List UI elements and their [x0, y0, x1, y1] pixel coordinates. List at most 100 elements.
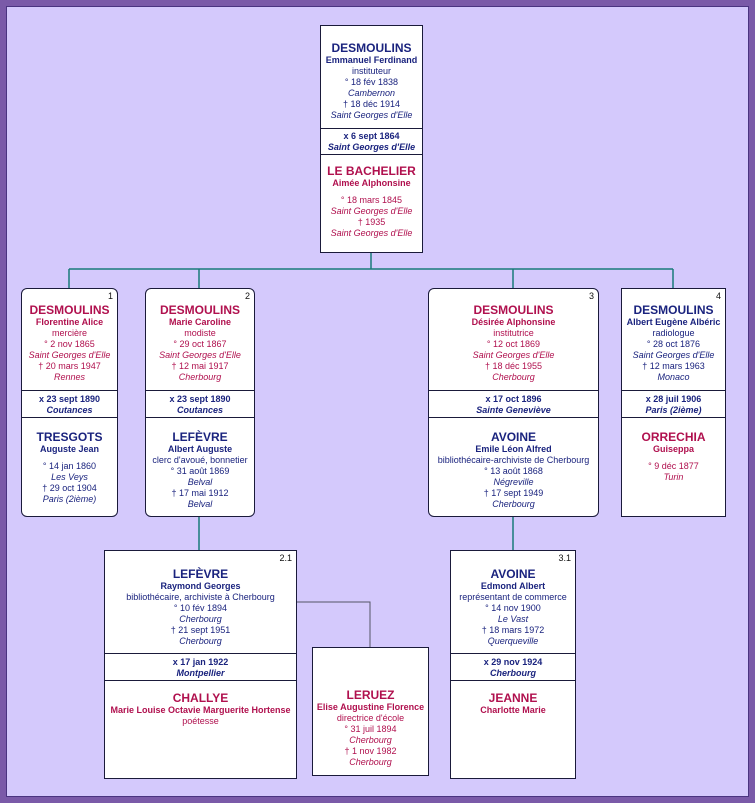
- birth-place: Les Veys: [51, 472, 88, 482]
- birth-date: ° 14 jan 1860: [42, 461, 97, 471]
- death-date: † 12 mai 1917: [171, 361, 229, 371]
- marriage-place: Paris (2ième): [645, 405, 702, 415]
- marriage-place: Coutances: [176, 405, 223, 415]
- grandchild-card-3-1[interactable]: 3.1 AVOINE Edmond Albert représentant de…: [450, 550, 576, 779]
- person-surname: DESMOULINS: [29, 303, 110, 317]
- person-surname: DESMOULINS: [331, 41, 412, 55]
- death-place: Rennes: [53, 372, 86, 382]
- generation-number: 2: [244, 291, 250, 301]
- spouse-given-name: Charlotte Marie: [480, 705, 546, 715]
- person-surname: LEFÈVRE: [172, 567, 229, 581]
- person-given-name: Emmanuel Ferdinand: [325, 55, 418, 65]
- person-occupation: bibliothécaire, archiviste à Cherbourg: [126, 592, 275, 602]
- spouse-surname: LE BACHELIER: [327, 164, 416, 178]
- marriage-date: x 29 nov 1924: [483, 657, 543, 667]
- marriage-date: x 28 juil 1906: [645, 394, 702, 404]
- person-given-name: Désirée Alphonsine: [471, 317, 556, 327]
- death-place: Belval: [187, 499, 213, 509]
- marriage-date: x 6 sept 1864: [343, 131, 400, 141]
- spouse-surname: CHALLYE: [172, 691, 229, 705]
- root-couple-card[interactable]: DESMOULINS Emmanuel Ferdinand instituteu…: [320, 25, 423, 253]
- birth-place: Cherbourg: [349, 735, 392, 745]
- spouse-given-name: Auguste Jean: [39, 444, 99, 454]
- child-card-3[interactable]: 3 DESMOULINS Désirée Alphonsine institut…: [428, 288, 599, 517]
- death-date: † 12 mars 1963: [642, 361, 705, 371]
- birth-place: Cherbourg: [179, 614, 222, 624]
- birth-date: ° 14 nov 1900: [485, 603, 541, 613]
- marriage-place: Cherbourg: [490, 668, 536, 678]
- death-place: Saint Georges d'Elle: [330, 228, 413, 238]
- person-occupation: institutrice: [493, 328, 534, 338]
- spouse-surname: TRESGOTS: [36, 430, 103, 444]
- death-place: Saint Georges d'Elle: [330, 110, 413, 120]
- death-date: † 18 déc 1955: [484, 361, 543, 371]
- spouse-given-name: Marie Louise Octavie Marguerite Hortense: [110, 705, 291, 715]
- second-spouse-card[interactable]: LERUEZ Elise Augustine Florence directri…: [312, 647, 429, 776]
- birth-place: Le Vast: [497, 614, 529, 624]
- death-date: † 18 déc 1914: [342, 99, 401, 109]
- marriage-date: x 17 jan 1922: [172, 657, 229, 667]
- marriage-place: Coutances: [46, 405, 93, 415]
- death-date: † 1935: [357, 217, 386, 227]
- marriage-date: x 23 sept 1890: [38, 394, 101, 404]
- grandchild-card-2-1[interactable]: 2.1 LEFÈVRE Raymond Georges bibliothécai…: [104, 550, 297, 779]
- spouse-given-name: Elise Augustine Florence: [316, 702, 425, 712]
- marriage-place: Montpellier: [176, 668, 225, 678]
- birth-place: Saint Georges d'Elle: [330, 206, 413, 216]
- birth-place: Saint Georges d'Elle: [472, 350, 555, 360]
- birth-place: Saint Georges d'Elle: [632, 350, 715, 360]
- birth-date: ° 18 fév 1838: [344, 77, 399, 87]
- person-given-name: Marie Caroline: [168, 317, 232, 327]
- generation-number: 3: [588, 291, 594, 301]
- birth-date: ° 9 déc 1877: [648, 461, 699, 471]
- birth-place: Négreville: [493, 477, 534, 487]
- birth-date: ° 29 oct 1867: [173, 339, 227, 349]
- birth-date: ° 31 juil 1894: [344, 724, 397, 734]
- death-date: † 29 oct 1904: [42, 483, 97, 493]
- death-place: Cherbourg: [349, 757, 392, 767]
- person-occupation: mercière: [51, 328, 87, 338]
- spouse-given-name: Emile Léon Alfred: [475, 444, 552, 454]
- spouse-given-name: Aimée Alphonsine: [332, 178, 411, 188]
- spouse-occupation: bibliothécaire-archiviste de Cherbourg: [437, 455, 590, 465]
- generation-number: 3.1: [558, 553, 571, 563]
- person-surname: DESMOULINS: [473, 303, 554, 317]
- death-date: † 17 mai 1912: [171, 488, 229, 498]
- spouse-occupation: directrice d'école: [336, 713, 405, 723]
- person-given-name: Florentine Alice: [35, 317, 104, 327]
- person-surname: DESMOULINS: [159, 303, 240, 317]
- death-place: Paris (2ième): [42, 494, 97, 504]
- death-place: Cherbourg: [492, 499, 535, 509]
- birth-place: Belval: [187, 477, 213, 487]
- person-surname: DESMOULINS: [633, 303, 714, 317]
- birth-date: ° 28 oct 1876: [646, 339, 701, 349]
- birth-date: ° 18 mars 1845: [340, 195, 403, 205]
- birth-date: ° 13 août 1868: [484, 466, 543, 476]
- birth-place: Saint Georges d'Elle: [28, 350, 111, 360]
- child-card-4[interactable]: 4 DESMOULINS Albert Eugène Albéric radio…: [621, 288, 726, 517]
- death-place: Monaco: [657, 372, 690, 382]
- spouse-surname: ORRECHIA: [641, 430, 706, 444]
- death-place: Cherbourg: [492, 372, 535, 382]
- child-card-2[interactable]: 2 DESMOULINS Marie Caroline modiste ° 29…: [145, 288, 255, 517]
- person-given-name: Raymond Georges: [160, 581, 241, 591]
- birth-place: Saint Georges d'Elle: [159, 350, 241, 360]
- spouse-surname: AVOINE: [490, 430, 537, 444]
- death-place: Cherbourg: [179, 636, 222, 646]
- generation-number: 1: [107, 291, 113, 301]
- marriage-place: Saint Georges d'Elle: [327, 142, 416, 152]
- person-occupation: instituteur: [351, 66, 392, 76]
- person-occupation: représentant de commerce: [459, 592, 567, 602]
- marriage-date: x 23 sept 1890: [169, 394, 231, 404]
- spouse-given-name: Guiseppa: [652, 444, 694, 454]
- death-date: † 18 mars 1972: [481, 625, 545, 635]
- death-date: † 20 mars 1947: [38, 361, 101, 371]
- generation-number: 2.1: [279, 553, 292, 563]
- spouse-surname: LERUEZ: [346, 688, 395, 702]
- child-card-1[interactable]: 1 DESMOULINS Florentine Alice mercière °…: [21, 288, 118, 517]
- person-given-name: Edmond Albert: [480, 581, 546, 591]
- spouse-given-name: Albert Auguste: [167, 444, 233, 454]
- spouse-occupation: clerc d'avoué, bonnetier: [152, 455, 248, 465]
- marriage-date: x 17 oct 1896: [485, 394, 542, 404]
- generation-number: 4: [715, 291, 721, 301]
